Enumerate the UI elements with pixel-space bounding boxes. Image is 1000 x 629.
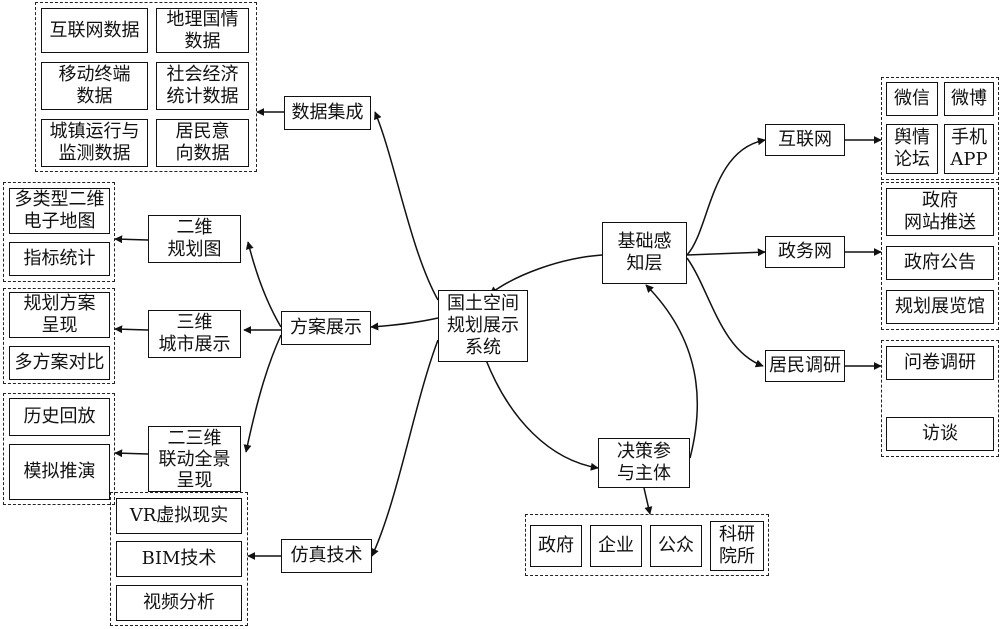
arrow-decision-to-perception [645,284,699,459]
arrow-center-to-decision [485,359,599,471]
decision-subject-node: 决策参 与主体 [598,438,690,488]
gov-website-item: 政府 网站推送 [886,188,994,236]
2d-plan-node: 二维 规划图 [148,215,241,263]
mobile-app-item: 手机 APP [944,124,994,174]
linked-panorama-node: 二三维 联动全景 呈现 [148,426,241,492]
data-integration-group [35,2,257,172]
arrow-perception-to-internet [686,137,766,256]
questionnaire-item: 问卷调研 [886,346,994,380]
simulation-tech-node: 仿真技术 [281,539,372,573]
3d-scheme-group [3,288,115,384]
research-institute-item: 科研 院所 [710,521,764,571]
planning-exhibition-item: 规划展览馆 [886,290,994,324]
data-source-socioeconomic: 社会经济 统计数据 [156,62,249,110]
wechat-item: 微信 [886,82,938,116]
arrow-perception-to-center [489,254,603,295]
data-source-urban-monitoring: 城镇运行与 监测数据 [41,119,148,167]
indicator-stats-item: 指标统计 [9,242,110,276]
arrow-linked-to-group [114,449,149,458]
data-source-geo: 地理国情 数据 [156,8,249,53]
arrow-perception-to-survey [686,257,764,368]
multi-scheme-compare-item: 多方案对比 [9,346,110,380]
arrow-perception-to-government [686,248,766,257]
arrow-scheme-to-2d [245,241,282,328]
2d-map-item: 多类型二维 电子地图 [9,188,110,234]
government-item: 政府 [530,525,582,567]
decision-group [525,514,769,576]
center-node: 国土空间 规划展示 系统 [438,290,528,362]
arrow-center-to-data-integration [374,111,439,301]
data-source-mobile: 移动终端 数据 [41,62,148,110]
weibo-item: 微博 [944,82,994,116]
enterprise-item: 企业 [590,525,642,567]
data-source-resident-intent: 居民意 向数据 [156,119,249,167]
perception-layer-node: 基础感 知层 [602,222,687,284]
simulation-group [110,492,248,626]
2d-map-group [3,182,115,282]
arrow-decision-to-group [643,487,653,515]
vr-item: VR虚拟现实 [116,498,242,534]
video-analysis-item: 视频分析 [116,585,242,621]
resident-survey-node: 居民调研 [765,350,845,382]
history-playback-item: 历史回放 [9,398,110,436]
interview-item: 访谈 [886,417,994,451]
arrow-center-to-simulation [371,339,439,557]
arrow-center-to-scheme-display [370,317,439,331]
forum-item: 舆情 论坛 [886,124,938,174]
3d-city-node: 三维 城市展示 [148,310,241,358]
data-integration-node: 数据集成 [284,96,371,130]
internet-group [881,77,999,180]
arrow-2d-to-group [114,235,149,244]
survey-group [881,340,999,457]
arrow-3d-to-group [114,325,149,334]
linked-display-group [3,393,115,505]
simulation-deduction-item: 模拟推演 [9,444,110,500]
gov-notice-item: 政府公告 [886,246,994,280]
internet-node: 互联网 [765,124,845,156]
data-source-internet: 互联网数据 [41,8,148,53]
government-group [881,182,999,330]
arrow-scheme-to-linked [243,334,282,453]
scheme-presentation-item: 规划方案 呈现 [9,292,110,338]
scheme-display-node: 方案展示 [281,311,371,345]
government-network-node: 政务网 [765,236,845,268]
public-item: 公众 [650,525,702,567]
bim-item: BIM技术 [116,541,242,577]
